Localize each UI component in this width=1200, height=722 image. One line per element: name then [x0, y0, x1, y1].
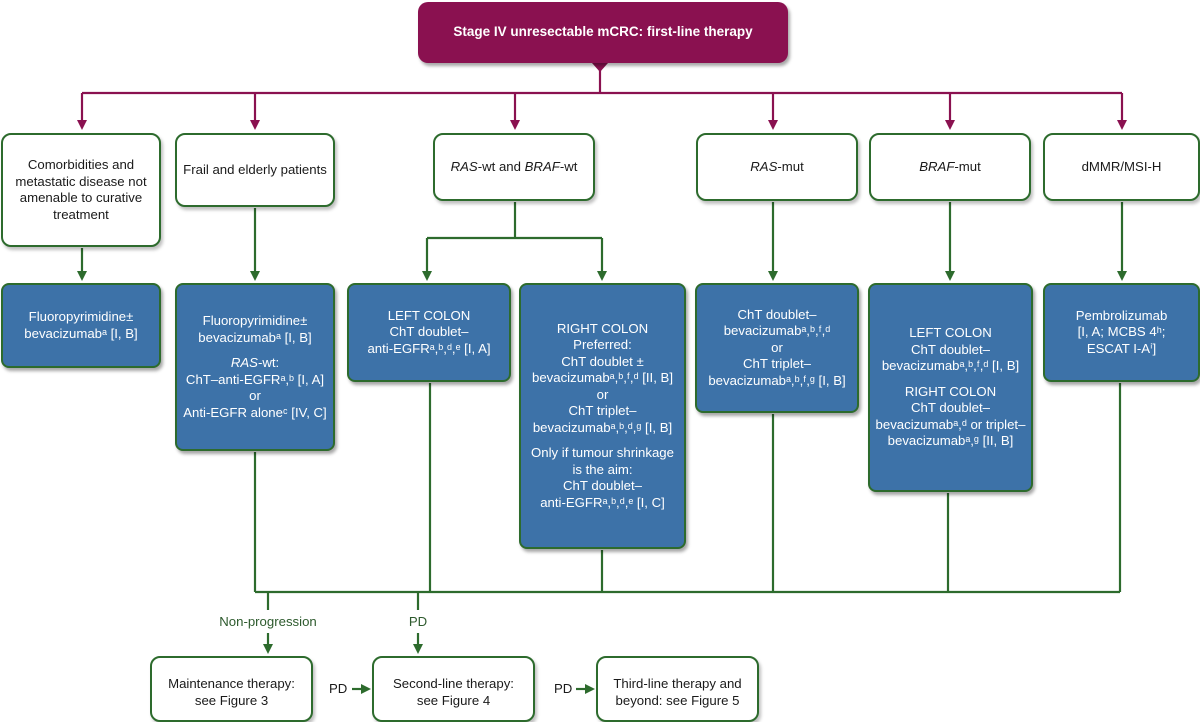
- title-connectors: [77, 63, 1127, 130]
- treatment-text: Preferred:: [573, 337, 632, 353]
- bottom-text: Second-line therapy:: [393, 676, 514, 691]
- treatment-text: Fluoropyrimidine±: [202, 313, 308, 328]
- pd-label-2: PD: [554, 681, 573, 696]
- treatment-text: Pembrolizumab: [1075, 307, 1168, 323]
- category-dmmr-msi-h: dMMR/MSI-H: [1043, 133, 1200, 201]
- treatment-text: LEFT COLON: [387, 307, 471, 323]
- title-box: Stage IV unresectable mCRC: first-line t…: [418, 2, 788, 63]
- treatment-text: ChT doublet–: [737, 306, 817, 322]
- treatment-text: [I, A; MCBS 4ʰ;: [1077, 324, 1166, 340]
- third-line-therapy-box: Third-line therapy and beyond: see Figur…: [596, 656, 759, 722]
- treatment-braf-mut: LEFT COLON ChT doublet– bevacizumabᵃ,ᵇ,ᶠ…: [868, 283, 1033, 492]
- treatment-text: bevacizumabᵃ,ᵇ,ᶠ,ᵈ: [723, 323, 831, 339]
- category-frail-elderly: Frail and elderly patients: [175, 133, 335, 207]
- treatment-comorbidities: Fluoropyrimidine± bevacizumabᵃ [I, B]: [1, 283, 161, 368]
- bottom-text: see Figure 4: [416, 692, 491, 708]
- treatment-text: or: [771, 339, 783, 355]
- treatment-text: ChT doublet–: [911, 400, 990, 416]
- bottom-text: Third-line therapy and: [613, 676, 742, 691]
- category-text: Frail and elderly patients: [183, 161, 327, 177]
- treatment-left-colon: LEFT COLON ChT doublet– anti-EGFRᵃ,ᵇ,ᵈ,ᵉ…: [347, 283, 511, 382]
- treatment-text: ChT doublet–: [389, 324, 469, 340]
- treatment-text: ChT triplet–: [743, 356, 811, 372]
- treatment-text: bevacizumabᵃ,ᵇ,ᵈ,ᵍ [I, B]: [532, 419, 673, 435]
- category-text: dMMR/MSI-H: [1081, 158, 1162, 174]
- treatment-text: bevacizumabᵃ,ᵍ [II, B]: [887, 433, 1014, 449]
- category-text: RAS-wt and BRAF-wt: [450, 158, 578, 174]
- treatment-text: ChT–anti-EGFRᵃ,ᵇ [I, A]: [185, 371, 325, 387]
- category-text: RAS-mut: [750, 158, 804, 174]
- treatment-text: bevacizumabᵃ [I, B]: [24, 325, 138, 341]
- treatment-frail-elderly: Fluoropyrimidine± bevacizumabᵃ [I, B] RA…: [175, 283, 335, 451]
- category-braf-mut: BRAF-mut: [869, 133, 1031, 201]
- treatment-text: anti-EGFRᵃ,ᵇ,ᵈ,ᵉ [I, C]: [540, 494, 665, 510]
- treatment-text: bevacizumabᵃ,ᵇ,ᶠ,ᵈ [II, B]: [531, 370, 674, 386]
- treatment-text: or: [249, 388, 261, 403]
- treatment-text: or: [596, 386, 609, 402]
- category-text: metastatic disease not: [15, 173, 147, 189]
- treatment-text: ESCAT I-Aⁱ]: [1086, 340, 1157, 356]
- pd-label-1: PD: [329, 681, 348, 696]
- treatment-text: anti-EGFRᵃ,ᵇ,ᵈ,ᵉ [I, A]: [367, 340, 491, 356]
- treatment-connectors: [77, 202, 1127, 694]
- treatment-dmmr-msi-h: Pembrolizumab [I, A; MCBS 4ʰ; ESCAT I-Aⁱ…: [1043, 283, 1200, 382]
- treatment-text: ChT doublet ±: [561, 353, 644, 369]
- treatment-text: bevacizumabᵃ,ᵇ,ᶠ,ᵈ [I, B]: [881, 358, 1020, 374]
- category-ras-mut: RAS-mut: [696, 133, 858, 201]
- treatment-text: RIGHT COLON: [556, 320, 649, 336]
- treatment-text: Anti-EGFR aloneᶜ [IV, C]: [183, 404, 327, 420]
- non-progression-label: Non-progression: [219, 614, 317, 629]
- title-text: Stage IV unresectable mCRC: first-line t…: [453, 24, 753, 40]
- treatment-text: ChT doublet–: [563, 478, 642, 494]
- bottom-text: Maintenance therapy:: [168, 676, 295, 691]
- category-text: Comorbidities and: [27, 157, 135, 172]
- treatment-text: ChT triplet–: [568, 403, 637, 419]
- treatment-text: Fluoropyrimidine±: [28, 309, 134, 324]
- treatment-right-colon: RIGHT COLON Preferred: ChT doublet ± bev…: [519, 283, 686, 549]
- treatment-text: RAS-wt:: [230, 355, 280, 370]
- category-ras-wt-braf-wt: RAS-wt and BRAF-wt: [433, 133, 595, 201]
- treatment-text: RIGHT COLON: [904, 383, 997, 399]
- treatment-text: bevacizumabᵃ,ᵈ or triplet–: [875, 416, 1026, 432]
- treatment-text: bevacizumabᵃ [I, B]: [198, 329, 312, 345]
- second-line-therapy-box: Second-line therapy: see Figure 4: [372, 656, 535, 722]
- treatment-text: Only if tumour shrinkage: [531, 445, 674, 461]
- category-text: BRAF-mut: [919, 158, 981, 174]
- treatment-text: ChT doublet–: [911, 341, 990, 357]
- treatment-text: LEFT COLON: [909, 325, 992, 341]
- treatment-text: is the aim:: [572, 461, 633, 477]
- category-text: treatment: [53, 206, 109, 222]
- pd-label-top: PD: [408, 614, 428, 629]
- bottom-text: beyond: see Figure 5: [615, 692, 740, 708]
- treatment-ras-mut: ChT doublet– bevacizumabᵃ,ᵇ,ᶠ,ᵈ or ChT t…: [695, 283, 859, 413]
- treatment-text: bevacizumabᵃ,ᵇ,ᶠ,ᵍ [I, B]: [708, 372, 846, 388]
- category-text: amenable to curative: [19, 190, 143, 205]
- maintenance-therapy-box: Maintenance therapy: see Figure 3: [150, 656, 313, 722]
- bottom-text: see Figure 3: [194, 692, 269, 708]
- category-comorbidities: Comorbidities and metastatic disease not…: [1, 133, 161, 247]
